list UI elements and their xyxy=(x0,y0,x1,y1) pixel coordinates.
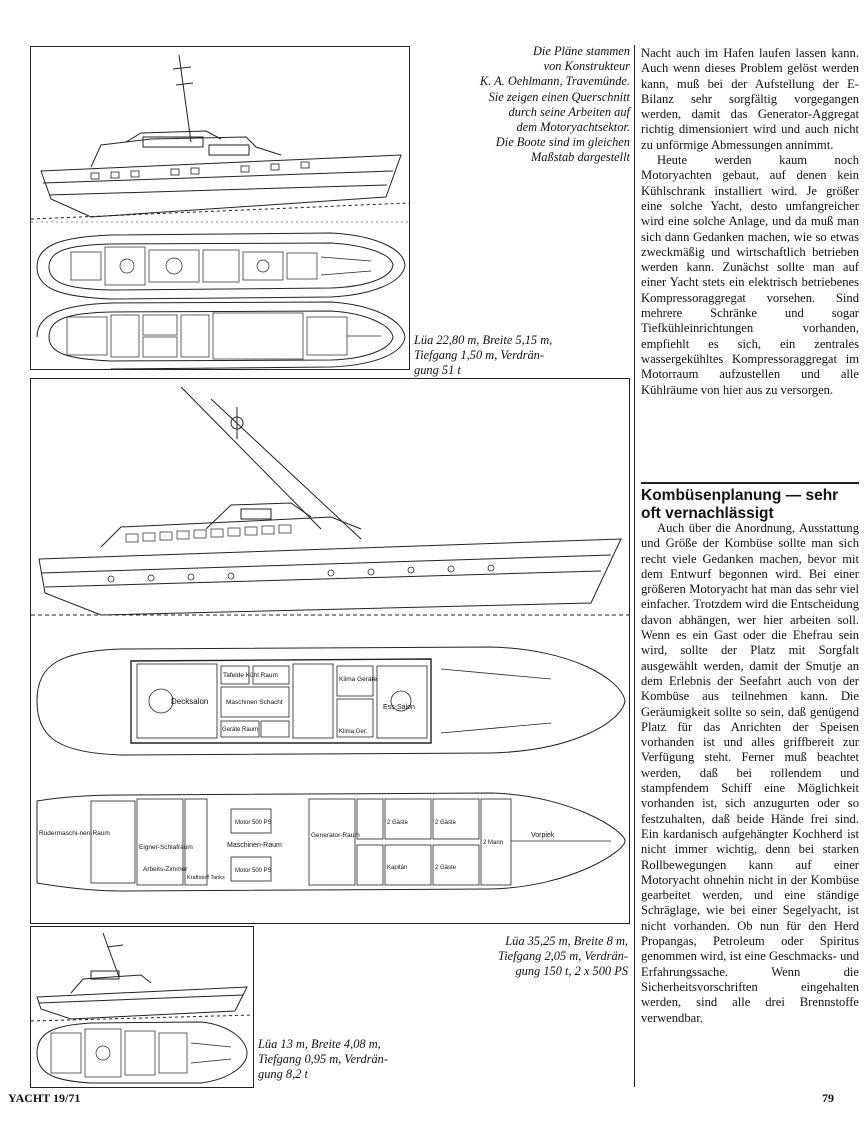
label-gaste-2: 2 Gäste xyxy=(435,820,457,826)
label-kraftstoff: Kraftstoff Tanks xyxy=(187,875,225,881)
intro-caption: Die Pläne stammen von Konstrukteur K. A.… xyxy=(420,44,630,166)
boat1-caption: Lüa 22,80 m, Breite 5,15 m, Tiefgang 1,5… xyxy=(414,333,629,379)
boat1-caption-line: gung 51 t xyxy=(414,363,461,378)
intro-caption-line: durch seine Arbeiten auf xyxy=(508,104,630,119)
boat2-caption-line: gung 150 t, 2 x 500 PS xyxy=(515,964,628,979)
intro-caption-line: Die Pläne stammen xyxy=(532,44,630,58)
intro-caption-line: Die Boote sind im gleichen xyxy=(495,135,630,150)
label-generator-raum: Generator-Raum xyxy=(311,832,360,839)
label-ruder-raum: Rudermaschi-nen-Raum xyxy=(39,830,110,837)
intro-caption-line: K. A. Oehlmann, Travemünde. xyxy=(479,74,630,89)
page-number: 79 xyxy=(822,1091,834,1105)
label-gaste-3: 2 Gäste xyxy=(435,865,457,871)
boat3-caption-line: Lüa 13 m, Breite 4,08 m, xyxy=(258,1037,381,1051)
label-vorpiek: Vorpiek xyxy=(531,832,555,839)
section-heading: Kombüsenplanung — sehr oft vernachlässig… xyxy=(641,482,859,523)
article-column-bottom: Auch über die Anordnung, Ausstattung und… xyxy=(641,521,859,1026)
intro-caption-line: von Konstrukteur xyxy=(543,59,630,74)
label-klima-gerate: Klima Geräte xyxy=(339,676,377,683)
yacht-13m-drawing xyxy=(31,932,253,1084)
boat3-caption: Lüa 13 m, Breite 4,08 m, Tiefgang 0,95 m… xyxy=(258,1037,488,1083)
boat1-caption-line: Tiefgang 1,50 m, Verdrän- xyxy=(414,348,544,363)
boat3-caption-line: Tiefgang 0,95 m, Verdrän- xyxy=(258,1052,388,1067)
label-maschinen-raum: Maschinen-Raum xyxy=(227,842,282,849)
boat1-caption-line: Lüa 22,80 m, Breite 5,15 m, xyxy=(414,333,553,347)
label-tafelde-kuhl: Tafelde Kühl Raum xyxy=(223,672,278,679)
article-column-top: Nacht auch im Hafen laufen lassen kann. … xyxy=(641,46,859,398)
article-paragraph: Nacht auch im Hafen laufen lassen kann. … xyxy=(641,46,859,152)
boat3-caption-line: gung 8,2 t xyxy=(258,1067,308,1082)
label-gerate-raum: Geräte Raum xyxy=(222,727,258,733)
intro-caption-line: Maßstab dargestellt xyxy=(530,150,630,165)
boat2-caption-line: Lüa 35,25 m, Breite 8 m, xyxy=(505,934,628,948)
yacht-plan-tiny-panel xyxy=(30,926,254,1088)
label-maschinen-schacht: Maschinen Schacht xyxy=(226,699,283,706)
footer-left: YACHT 19/71 xyxy=(8,1091,81,1105)
boat2-caption-line: Tiefgang 2,05 m, Verdrän- xyxy=(498,949,628,964)
label-klima-ger: Klima Ger. xyxy=(339,729,367,735)
yacht-plan-large-panel: Decksalon Tafelde Kühl Raum Maschinen Sc… xyxy=(30,378,630,924)
label-arbeits: Arbeits-Zimmer xyxy=(143,866,188,873)
yacht-35m-drawing: Decksalon Tafelde Kühl Raum Maschinen Sc… xyxy=(31,386,629,892)
boat2-caption: Lüa 35,25 m, Breite 8 m, Tiefgang 2,05 m… xyxy=(400,934,628,980)
label-gaste-1: 2 Gäste xyxy=(387,820,409,826)
intro-caption-line: dem Motoryachtsektor. xyxy=(516,120,630,135)
label-ess-salon: Ess-Salon xyxy=(383,704,415,711)
label-decksalon: Decksalon xyxy=(171,697,208,706)
intro-caption-line: Sie zeigen einen Querschnitt xyxy=(488,89,630,104)
article-paragraph: Auch über die Anordnung, Ausstattung und… xyxy=(641,521,859,1025)
column-divider xyxy=(634,45,635,1087)
label-motor-1: Motor 500 PS xyxy=(235,820,272,826)
label-kapitan: Kapitän xyxy=(387,865,407,871)
label-eigner: Eigner-Schlafraum xyxy=(139,844,193,851)
label-motor-2: Motor 500 PS xyxy=(235,868,272,874)
yacht-plan-small-panel xyxy=(30,46,410,370)
article-paragraph: Heute werden kaum noch Motoryachten geba… xyxy=(641,153,859,397)
label-mann: 2 Mann xyxy=(483,840,503,846)
yacht-22m-drawing xyxy=(31,54,409,369)
